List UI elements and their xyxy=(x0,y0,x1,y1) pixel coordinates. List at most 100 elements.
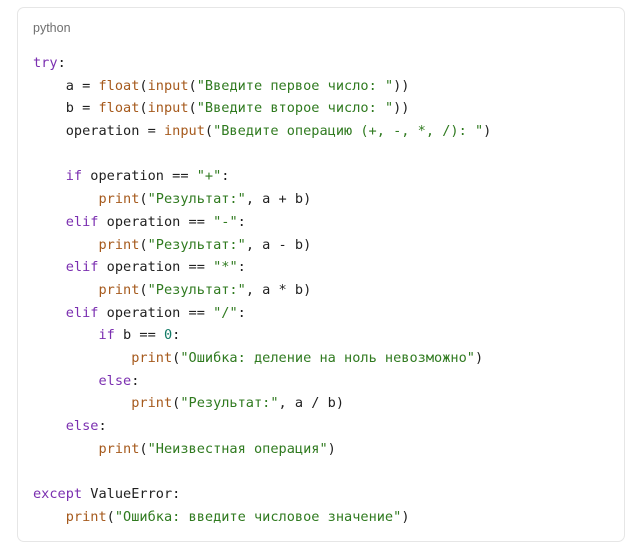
code-line: print("Результат:", a * b) xyxy=(33,279,491,302)
code-token xyxy=(33,237,98,253)
code-token xyxy=(33,191,98,207)
code-token xyxy=(33,350,131,366)
code-token: b == xyxy=(114,327,164,344)
code-token: "Введите первое число: " xyxy=(196,77,394,94)
code-token xyxy=(33,282,98,298)
code-token: ( xyxy=(172,395,181,412)
code-token: ) xyxy=(483,123,492,140)
code-token: input xyxy=(163,123,205,140)
code-token: float xyxy=(98,77,140,94)
code-line: if b == 0: xyxy=(33,324,491,347)
code-token: "-" xyxy=(213,213,238,230)
code-token: "Неизвестная операция" xyxy=(147,440,328,457)
code-token: ( xyxy=(139,236,148,253)
code-token xyxy=(33,509,66,525)
code-token: , a - b) xyxy=(245,236,312,253)
code-token: print xyxy=(131,395,173,412)
code-token: ) xyxy=(401,508,410,525)
code-token: ( xyxy=(188,100,197,117)
code-token: , a * b) xyxy=(245,281,312,298)
code-content[interactable]: try: a = float(input("Введите первое чис… xyxy=(33,52,491,528)
code-block: python try: a = float(input("Введите пер… xyxy=(17,7,625,542)
code-token: print xyxy=(98,191,140,208)
code-token: if xyxy=(65,168,83,185)
code-token: print xyxy=(98,281,140,298)
code-token: print xyxy=(98,440,140,457)
code-token: print xyxy=(98,236,140,253)
code-token: )) xyxy=(393,77,410,94)
code-token: : xyxy=(237,304,246,321)
code-token: ) xyxy=(327,440,336,457)
code-line: else: xyxy=(33,370,491,393)
code-token: operation == xyxy=(98,213,214,230)
code-token: print xyxy=(65,508,107,525)
code-token: "Введите операцию (+, -, *, /): " xyxy=(213,123,484,140)
code-token: if xyxy=(98,327,115,344)
code-token: elif xyxy=(65,259,99,276)
code-line: operation = input("Введите операцию (+, … xyxy=(33,120,492,143)
code-line: b = float(input("Введите второе число: "… xyxy=(33,97,491,120)
code-token: try xyxy=(33,55,58,71)
code-token: else xyxy=(98,372,132,389)
code-token: elif xyxy=(65,213,99,230)
code-line xyxy=(33,143,491,166)
code-token: )) xyxy=(393,100,410,117)
code-token: ( xyxy=(139,100,148,117)
code-token: print xyxy=(131,349,173,366)
code-token xyxy=(33,305,66,321)
code-token: a = xyxy=(33,77,99,94)
code-line: print("Результат:", a - b) xyxy=(33,234,491,257)
code-token: : xyxy=(221,168,230,185)
code-token: ( xyxy=(204,123,214,140)
code-token: : xyxy=(98,418,107,434)
code-token: : xyxy=(237,213,246,230)
code-token: operation == xyxy=(82,168,197,185)
code-token: : xyxy=(172,327,181,344)
code-line: if operation == "+": xyxy=(33,165,491,188)
code-token: ( xyxy=(139,440,148,457)
code-token: ( xyxy=(188,77,197,94)
code-token: float xyxy=(98,100,140,117)
code-token: "Результат:" xyxy=(147,236,246,253)
code-token: b = xyxy=(33,100,99,117)
code-token: ) xyxy=(474,349,484,366)
code-token: : xyxy=(131,372,140,389)
code-token: ( xyxy=(139,281,148,298)
code-line: print("Результат:", a + b) xyxy=(33,188,491,211)
code-token: : xyxy=(57,55,66,71)
code-token: "+" xyxy=(196,168,222,185)
code-line: except ValueError: xyxy=(33,483,491,506)
code-token: : xyxy=(237,259,246,276)
code-line: else: xyxy=(33,415,491,438)
code-line: print("Неизвестная операция") xyxy=(33,438,491,461)
code-token: except xyxy=(33,486,83,503)
code-token: ( xyxy=(139,191,148,208)
code-token: operation == xyxy=(98,259,214,276)
code-language-label: python xyxy=(33,21,71,35)
code-token: "*" xyxy=(213,259,238,276)
code-token: "Результат:" xyxy=(180,395,279,412)
code-line: elif operation == "/": xyxy=(33,302,491,325)
code-token: 0 xyxy=(163,327,173,344)
code-token xyxy=(33,214,66,230)
code-token: "Ошибка: введите числовое значение" xyxy=(114,508,402,525)
code-token: ( xyxy=(106,508,115,525)
code-line: elif operation == "-": xyxy=(33,211,491,234)
code-token xyxy=(33,373,98,389)
code-token xyxy=(33,395,131,411)
code-token: input xyxy=(147,77,189,94)
code-token: "/" xyxy=(213,304,238,321)
code-line xyxy=(33,460,491,483)
code-token: operation = xyxy=(33,123,164,140)
code-token: , a + b) xyxy=(245,191,312,208)
code-line: try: xyxy=(33,52,491,75)
code-token: operation == xyxy=(98,304,214,321)
code-token: "Ошибка: деление на ноль невозможно" xyxy=(180,349,475,366)
code-line: print("Ошибка: введите числовое значение… xyxy=(33,506,491,529)
code-token xyxy=(33,327,98,343)
code-line: elif operation == "*": xyxy=(33,256,491,279)
code-token: input xyxy=(147,100,189,117)
code-token: ValueError: xyxy=(82,486,181,503)
code-token: "Введите второе число: " xyxy=(196,100,394,117)
code-token: ( xyxy=(172,349,181,366)
